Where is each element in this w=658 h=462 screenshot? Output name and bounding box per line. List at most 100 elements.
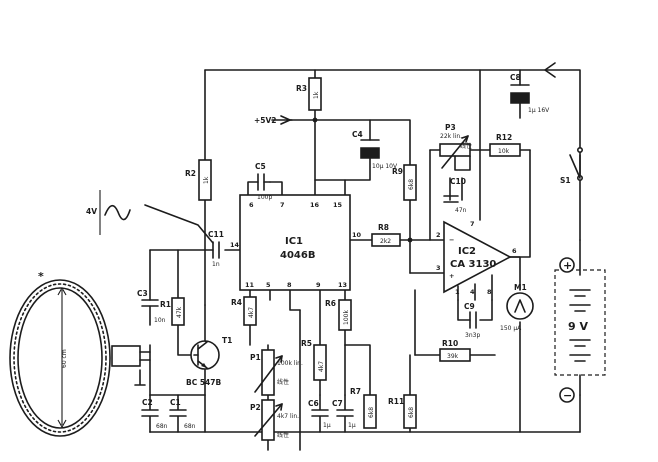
capacitor-c10: C10 47n bbox=[443, 177, 467, 214]
ic1-pin-13: 13 bbox=[338, 281, 347, 289]
svg-text:R12: R12 bbox=[496, 133, 512, 142]
capacitor-c2: C2 68n bbox=[141, 394, 168, 433]
ic2-pin-3: 3 bbox=[436, 264, 441, 272]
ic1-pin-16: 16 bbox=[310, 201, 320, 209]
input-signal: 4V bbox=[86, 190, 131, 235]
ic2-pin-6: 6 bbox=[512, 247, 517, 255]
svg-text:1µ: 1µ bbox=[323, 422, 331, 429]
resistor-r6: R6 100k bbox=[325, 299, 352, 331]
svg-text:C4: C4 bbox=[352, 130, 363, 139]
svg-text:P1: P1 bbox=[250, 353, 261, 362]
resistor-r2: R2 1k bbox=[185, 159, 212, 201]
svg-text:9 V: 9 V bbox=[568, 320, 588, 333]
svg-text:100k: 100k bbox=[343, 310, 350, 325]
ic1-part: 4046B bbox=[280, 250, 315, 261]
ic1-pin-6: 6 bbox=[249, 201, 254, 209]
capacitor-c4: C4 10µ 10V bbox=[352, 130, 398, 170]
svg-text:P3: P3 bbox=[445, 123, 456, 132]
svg-text:C8: C8 bbox=[510, 73, 521, 82]
svg-text:1µ 16V: 1µ 16V bbox=[528, 107, 550, 114]
svg-text:+: + bbox=[563, 259, 572, 272]
svg-text:R8: R8 bbox=[378, 223, 389, 232]
capacitor-c3: C3 10n bbox=[137, 289, 166, 326]
resistor-r5: R5 4k7 bbox=[301, 339, 327, 381]
svg-text:R5: R5 bbox=[301, 339, 312, 348]
svg-text:线性: 线性 bbox=[460, 142, 472, 150]
svg-text:6k8: 6k8 bbox=[408, 179, 415, 190]
capacitor-c8: C8 1µ 16V bbox=[510, 73, 550, 114]
svg-text:150 µA: 150 µA bbox=[500, 325, 522, 332]
svg-text:M1: M1 bbox=[514, 283, 527, 292]
ic1-4046b: IC1 4046B 6 7 16 15 14 10 11 5 8 9 13 bbox=[230, 194, 362, 291]
svg-text:1k: 1k bbox=[203, 176, 210, 184]
resistor-r3: R3 1k bbox=[296, 77, 322, 111]
svg-text:C1: C1 bbox=[170, 398, 181, 407]
ic1-pin-15: 15 bbox=[333, 201, 343, 209]
ic1-pin-7: 7 bbox=[280, 201, 285, 209]
svg-text:R6: R6 bbox=[325, 299, 336, 308]
svg-text:C3: C3 bbox=[137, 289, 148, 298]
svg-text:10k: 10k bbox=[498, 148, 510, 155]
svg-text:22k lin.: 22k lin. bbox=[440, 133, 462, 140]
svg-text:+: + bbox=[449, 272, 454, 280]
search-coil: 60 cm * bbox=[9, 270, 206, 437]
resistor-r11: R11 6k8 bbox=[388, 394, 417, 429]
ic1-pin-10: 10 bbox=[352, 231, 362, 239]
svg-text:R1: R1 bbox=[160, 300, 171, 309]
ic1-pin-14: 14 bbox=[230, 241, 240, 249]
svg-text:S1: S1 bbox=[560, 176, 571, 185]
svg-text:BC 547B: BC 547B bbox=[186, 378, 221, 387]
svg-text:4k7: 4k7 bbox=[248, 307, 255, 318]
ic2-name: IC2 bbox=[458, 246, 476, 257]
ic2-pin-2: 2 bbox=[436, 231, 441, 239]
svg-text:100k lin.: 100k lin. bbox=[277, 360, 303, 367]
pot-p3: P3 22k lin. 线性 bbox=[439, 123, 472, 171]
pot-p2: P2 4k7 lin. 线性 bbox=[250, 399, 299, 441]
meter-m1: M1 150 µA bbox=[500, 283, 534, 332]
battery-9v: + − 9 V bbox=[554, 257, 606, 403]
svg-text:R4: R4 bbox=[231, 298, 242, 307]
svg-text:4k7 lin.: 4k7 lin. bbox=[277, 413, 299, 420]
svg-text:线性: 线性 bbox=[277, 378, 289, 386]
svg-text:68n: 68n bbox=[184, 423, 196, 430]
ic2-part: CA 3130 bbox=[450, 259, 496, 270]
ic2-pin-4: 4 bbox=[470, 288, 475, 296]
svg-text:C6: C6 bbox=[308, 399, 319, 408]
svg-text:C2: C2 bbox=[142, 398, 153, 407]
pot-p1: P1 100k lin. 线性 bbox=[250, 349, 303, 396]
svg-text:C9: C9 bbox=[464, 302, 475, 311]
svg-text:47k: 47k bbox=[176, 306, 183, 318]
resistor-r12: R12 10k bbox=[489, 133, 521, 157]
svg-text:*: * bbox=[38, 270, 44, 283]
switch-s1: S1 bbox=[560, 147, 583, 185]
svg-text:4V: 4V bbox=[86, 207, 97, 216]
ic1-pin-11: 11 bbox=[245, 281, 255, 289]
svg-text:P2: P2 bbox=[250, 403, 261, 412]
svg-text:R10: R10 bbox=[442, 339, 458, 348]
svg-text:39k: 39k bbox=[447, 353, 459, 360]
capacitor-c6: C6 1µ bbox=[308, 394, 331, 433]
svg-text:6k8: 6k8 bbox=[408, 407, 415, 418]
svg-text:68n: 68n bbox=[156, 423, 168, 430]
svg-text:R2: R2 bbox=[185, 169, 196, 178]
svg-text:R11: R11 bbox=[388, 397, 404, 406]
svg-text:T1: T1 bbox=[222, 336, 232, 345]
ic2-pin-7: 7 bbox=[470, 220, 475, 228]
svg-text:C5: C5 bbox=[255, 162, 266, 171]
svg-text:C10: C10 bbox=[450, 177, 466, 186]
resistor-r10: R10 39k bbox=[439, 339, 471, 362]
ic1-pin-5: 5 bbox=[266, 281, 271, 289]
svg-text:1µ: 1µ bbox=[348, 422, 356, 429]
resistor-r7: R7 6k8 bbox=[350, 387, 377, 429]
svg-text:线性: 线性 bbox=[277, 431, 289, 439]
svg-text:47n: 47n bbox=[455, 207, 467, 214]
svg-text:1n: 1n bbox=[212, 261, 220, 268]
capacitor-c7: C7 1µ bbox=[332, 394, 356, 433]
ic2-ca3130: IC2 CA 3130 − + 7 2 3 6 4 1 8 bbox=[436, 220, 517, 301]
svg-text:3n3p: 3n3p bbox=[465, 332, 480, 339]
capacitor-c1: C1 68n bbox=[169, 394, 196, 433]
wires bbox=[144, 62, 581, 451]
svg-text:1k: 1k bbox=[313, 91, 320, 99]
